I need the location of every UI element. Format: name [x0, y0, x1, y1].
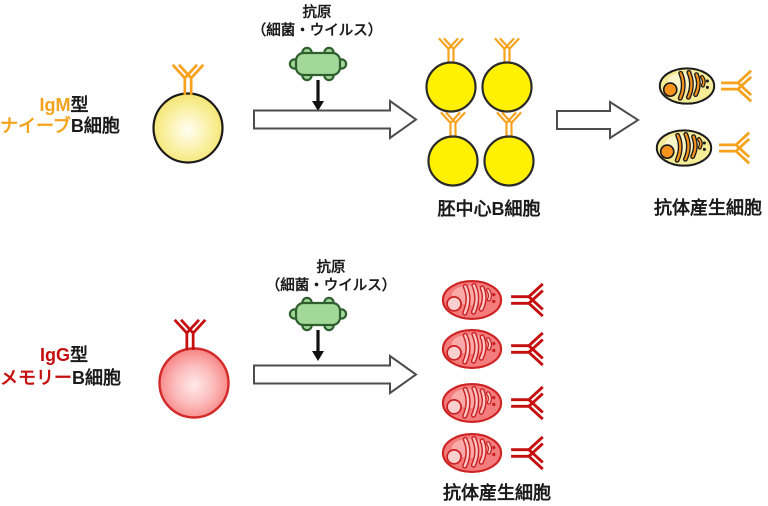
germinal-center-cell	[427, 135, 479, 187]
antibody-icon	[495, 111, 523, 137]
antigen-down-arrow-top	[312, 80, 324, 111]
secreted-antibody-icon	[718, 131, 751, 165]
igm-highlight: IgM	[40, 95, 71, 115]
plasma-cell	[656, 130, 712, 166]
germinal-center-cell	[481, 61, 533, 113]
antigen-sub-top: （細菌・ウイルス）	[252, 21, 383, 39]
plasma-cell-label-bottom: 抗体産生細胞	[443, 482, 551, 503]
igg-plasma-cells	[442, 281, 545, 472]
naive-bcell-label: ナイーブB細胞	[0, 115, 120, 136]
igm-receptor-antibody-icon	[171, 63, 205, 96]
germinal-center-cell	[425, 61, 477, 113]
naive-highlight: ナイーブ	[0, 115, 71, 136]
germinal-center-cell	[483, 135, 535, 187]
igg-type-suffix: 型	[70, 344, 88, 365]
plasma-cell	[442, 281, 502, 319]
antibody-icon	[493, 37, 521, 63]
memory-highlight: メモリー	[0, 368, 72, 388]
naive-suffix: B細胞	[71, 115, 120, 136]
antibody-icon	[439, 111, 467, 137]
antigen-down-arrow-bottom	[312, 330, 324, 361]
process-arrow-2	[556, 100, 640, 140]
antigen-sub-bottom: （細菌・ウイルス）	[266, 276, 397, 294]
memory-bcell	[158, 318, 230, 419]
secreted-antibody-icon	[510, 435, 545, 471]
naive-bcell-body	[152, 92, 224, 164]
igg-type-label: IgG型	[40, 344, 88, 365]
plasma-cell-label-top: 抗体産生細胞	[654, 197, 762, 218]
igg-receptor-antibody-icon	[173, 318, 207, 351]
secreted-antibody-icon	[510, 331, 545, 367]
plasma-cell	[659, 68, 715, 104]
plasma-cell	[442, 434, 502, 472]
plasma-cell	[442, 384, 502, 422]
secreted-antibody-icon	[720, 69, 753, 103]
plasma-cell	[442, 330, 502, 368]
antigen-title-bottom: 抗原	[317, 258, 346, 276]
antigen-bacteria-icon-bottom	[288, 296, 348, 332]
memory-suffix: B細胞	[72, 367, 121, 388]
antibody-icon	[437, 37, 465, 63]
germinal-center-cells	[425, 37, 535, 187]
antigen-bacteria-icon-top	[288, 46, 348, 82]
secreted-antibody-icon	[510, 282, 545, 318]
process-arrow-1	[253, 99, 418, 140]
secreted-antibody-icon	[510, 385, 545, 421]
germinal-center-label: 胚中心B細胞	[437, 198, 541, 219]
igm-type-label: IgM型	[40, 94, 89, 115]
igg-highlight: IgG	[40, 345, 70, 365]
igm-plasma-cells	[656, 68, 753, 166]
igm-type-suffix: 型	[71, 94, 89, 115]
process-arrow-3	[253, 354, 418, 395]
memory-bcell-body	[158, 347, 230, 419]
memory-bcell-label: メモリーB細胞	[0, 367, 121, 388]
naive-bcell	[152, 63, 224, 164]
antigen-title-top: 抗原	[303, 3, 332, 21]
